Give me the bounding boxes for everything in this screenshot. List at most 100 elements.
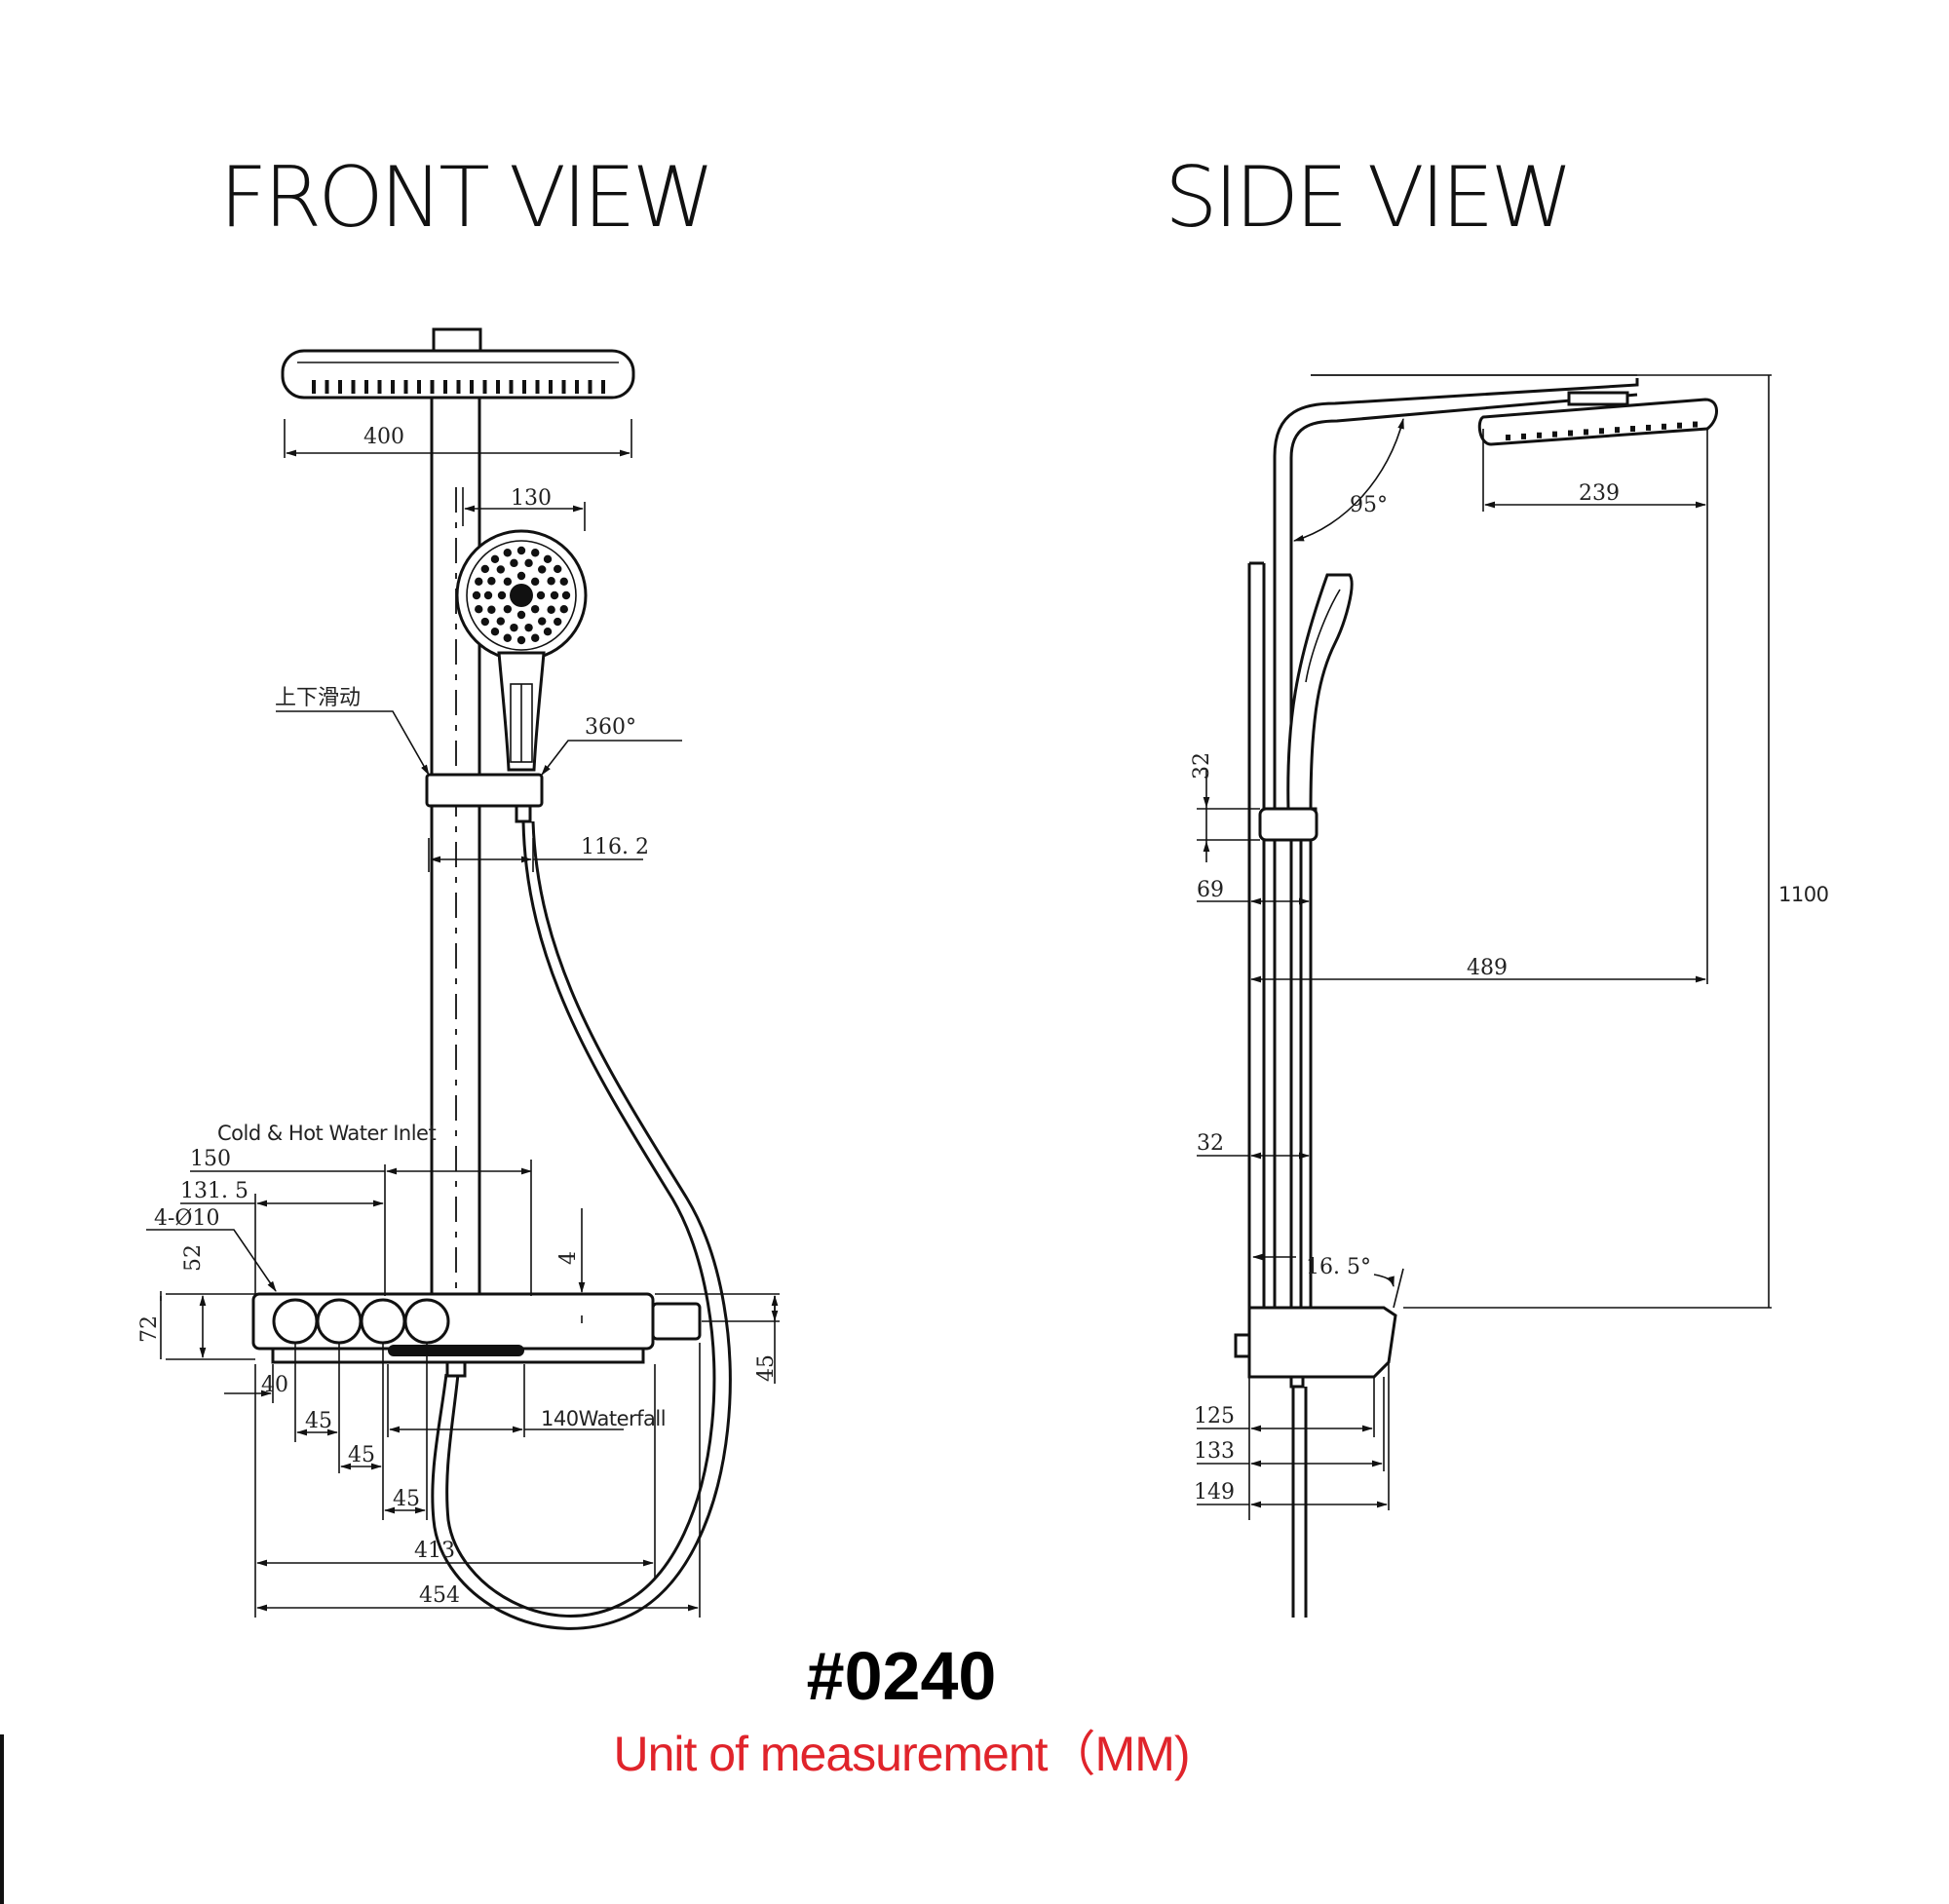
dim-454: 454 [419, 1583, 460, 1608]
dim-1100: 1100 [1778, 883, 1828, 906]
spray-hole [550, 590, 559, 600]
front-view-drawing: 400 130 上下滑动 360° 116. 2 Cold & Hot Wate… [137, 327, 780, 1630]
side-control-box [1234, 1306, 1397, 1618]
nozzle [470, 380, 474, 394]
spray-hole [487, 577, 496, 586]
spray-hole [490, 628, 500, 636]
dim-52: 52 [181, 1244, 206, 1272]
spray-hole [524, 558, 533, 568]
dim-16-5-deg: 16. 5° [1306, 1255, 1371, 1279]
front-view-title: FRONT VIEW [219, 149, 715, 247]
nozzle [561, 380, 566, 394]
nozzle [535, 380, 540, 394]
nozzle [312, 380, 316, 394]
spray-hole [530, 604, 540, 614]
dim-45-knob-c: 45 [393, 1487, 420, 1511]
shower-pole [430, 398, 481, 1296]
spray-hole [496, 617, 506, 626]
spray-hole [483, 590, 493, 600]
spray-hole [496, 565, 506, 574]
nozzle [1584, 429, 1588, 436]
nozzle [417, 380, 421, 394]
spray-hole [559, 577, 568, 586]
spray-hole [472, 590, 481, 600]
side-pole-arm [1273, 378, 1639, 551]
dim-149: 149 [1194, 1480, 1235, 1504]
side-view-title: SIDE VIEW [1165, 149, 1573, 247]
slider-bracket [425, 773, 544, 808]
spray-hole [547, 577, 555, 586]
nozzle [1521, 433, 1526, 439]
nozzle [1630, 426, 1635, 433]
label-slide-up-down: 上下滑动 [275, 686, 361, 710]
dim-69: 69 [1197, 878, 1224, 902]
nozzle [1506, 435, 1510, 440]
spray-hole [487, 605, 496, 614]
spray-hole [510, 623, 518, 632]
nozzle [1646, 424, 1651, 431]
nozzle [430, 380, 435, 394]
nozzle [1568, 430, 1573, 437]
spray-hole [480, 564, 489, 574]
rain-shower-head [281, 327, 635, 400]
dim-32-bracket: 32 [1190, 752, 1214, 780]
dim-413: 413 [414, 1539, 455, 1563]
side-dimensions [1197, 374, 1772, 1520]
spray-hole [531, 633, 540, 642]
shower-hose [445, 820, 716, 1618]
label-water-inlet: Cold & Hot Water Inlet [217, 1122, 436, 1145]
nozzle [338, 380, 342, 394]
control-panel [251, 1292, 702, 1378]
nozzle [1615, 427, 1620, 434]
side-slider-bracket [1258, 807, 1318, 842]
nozzle [1537, 432, 1542, 438]
side-view-drawing: 95° 239 1100 32 69 489 32 16. 5° 125 133… [1190, 374, 1829, 1618]
dim-125: 125 [1194, 1404, 1235, 1428]
dim-hole-diameter: 4-Ø10 [154, 1206, 219, 1231]
dim-140-waterfall: 140Waterfall [541, 1407, 666, 1430]
nozzle [575, 380, 579, 394]
nozzle [549, 380, 553, 394]
nozzle [1552, 431, 1557, 438]
nozzle [364, 380, 368, 394]
nozzle [588, 380, 592, 394]
nozzle [377, 380, 382, 394]
dim-360-deg: 360° [585, 715, 636, 740]
side-hand-shower [1284, 573, 1354, 820]
spray-hole [475, 605, 483, 614]
nozzle [482, 380, 487, 394]
spray-hole [537, 617, 547, 626]
spray-hole [531, 549, 540, 557]
spray-hole [554, 617, 562, 627]
dim-45-vertical: 45 [754, 1354, 779, 1382]
dim-116-2: 116. 2 [581, 835, 649, 859]
dim-45-knob-b: 45 [348, 1443, 375, 1467]
spray-hole [530, 577, 540, 587]
dim-400: 400 [363, 425, 404, 449]
dim-40: 40 [261, 1373, 288, 1397]
nozzle [1662, 423, 1666, 430]
dim-489: 489 [1467, 956, 1508, 980]
spray-hole [554, 564, 562, 574]
nozzle [496, 380, 500, 394]
edge-line [0, 1734, 4, 1904]
spray-hole [516, 546, 526, 555]
nozzle [1677, 422, 1682, 429]
spray-hole [536, 590, 546, 600]
hand-shower [455, 529, 588, 772]
nozzle [456, 380, 461, 394]
nozzle [403, 380, 408, 394]
spray-hole [490, 554, 500, 563]
spray-hole [503, 604, 513, 614]
nozzle [601, 380, 605, 394]
spray-hole [516, 635, 526, 645]
spray-hole [480, 617, 489, 627]
dim-72: 72 [137, 1315, 162, 1343]
unit-of-measurement: Unit of measurement（MM) [613, 1727, 1190, 1781]
dim-150: 150 [190, 1147, 231, 1171]
spray-hole [516, 571, 526, 581]
dim-131-5: 131. 5 [180, 1179, 248, 1203]
nozzle [509, 380, 514, 394]
spray-hole [547, 605, 555, 614]
